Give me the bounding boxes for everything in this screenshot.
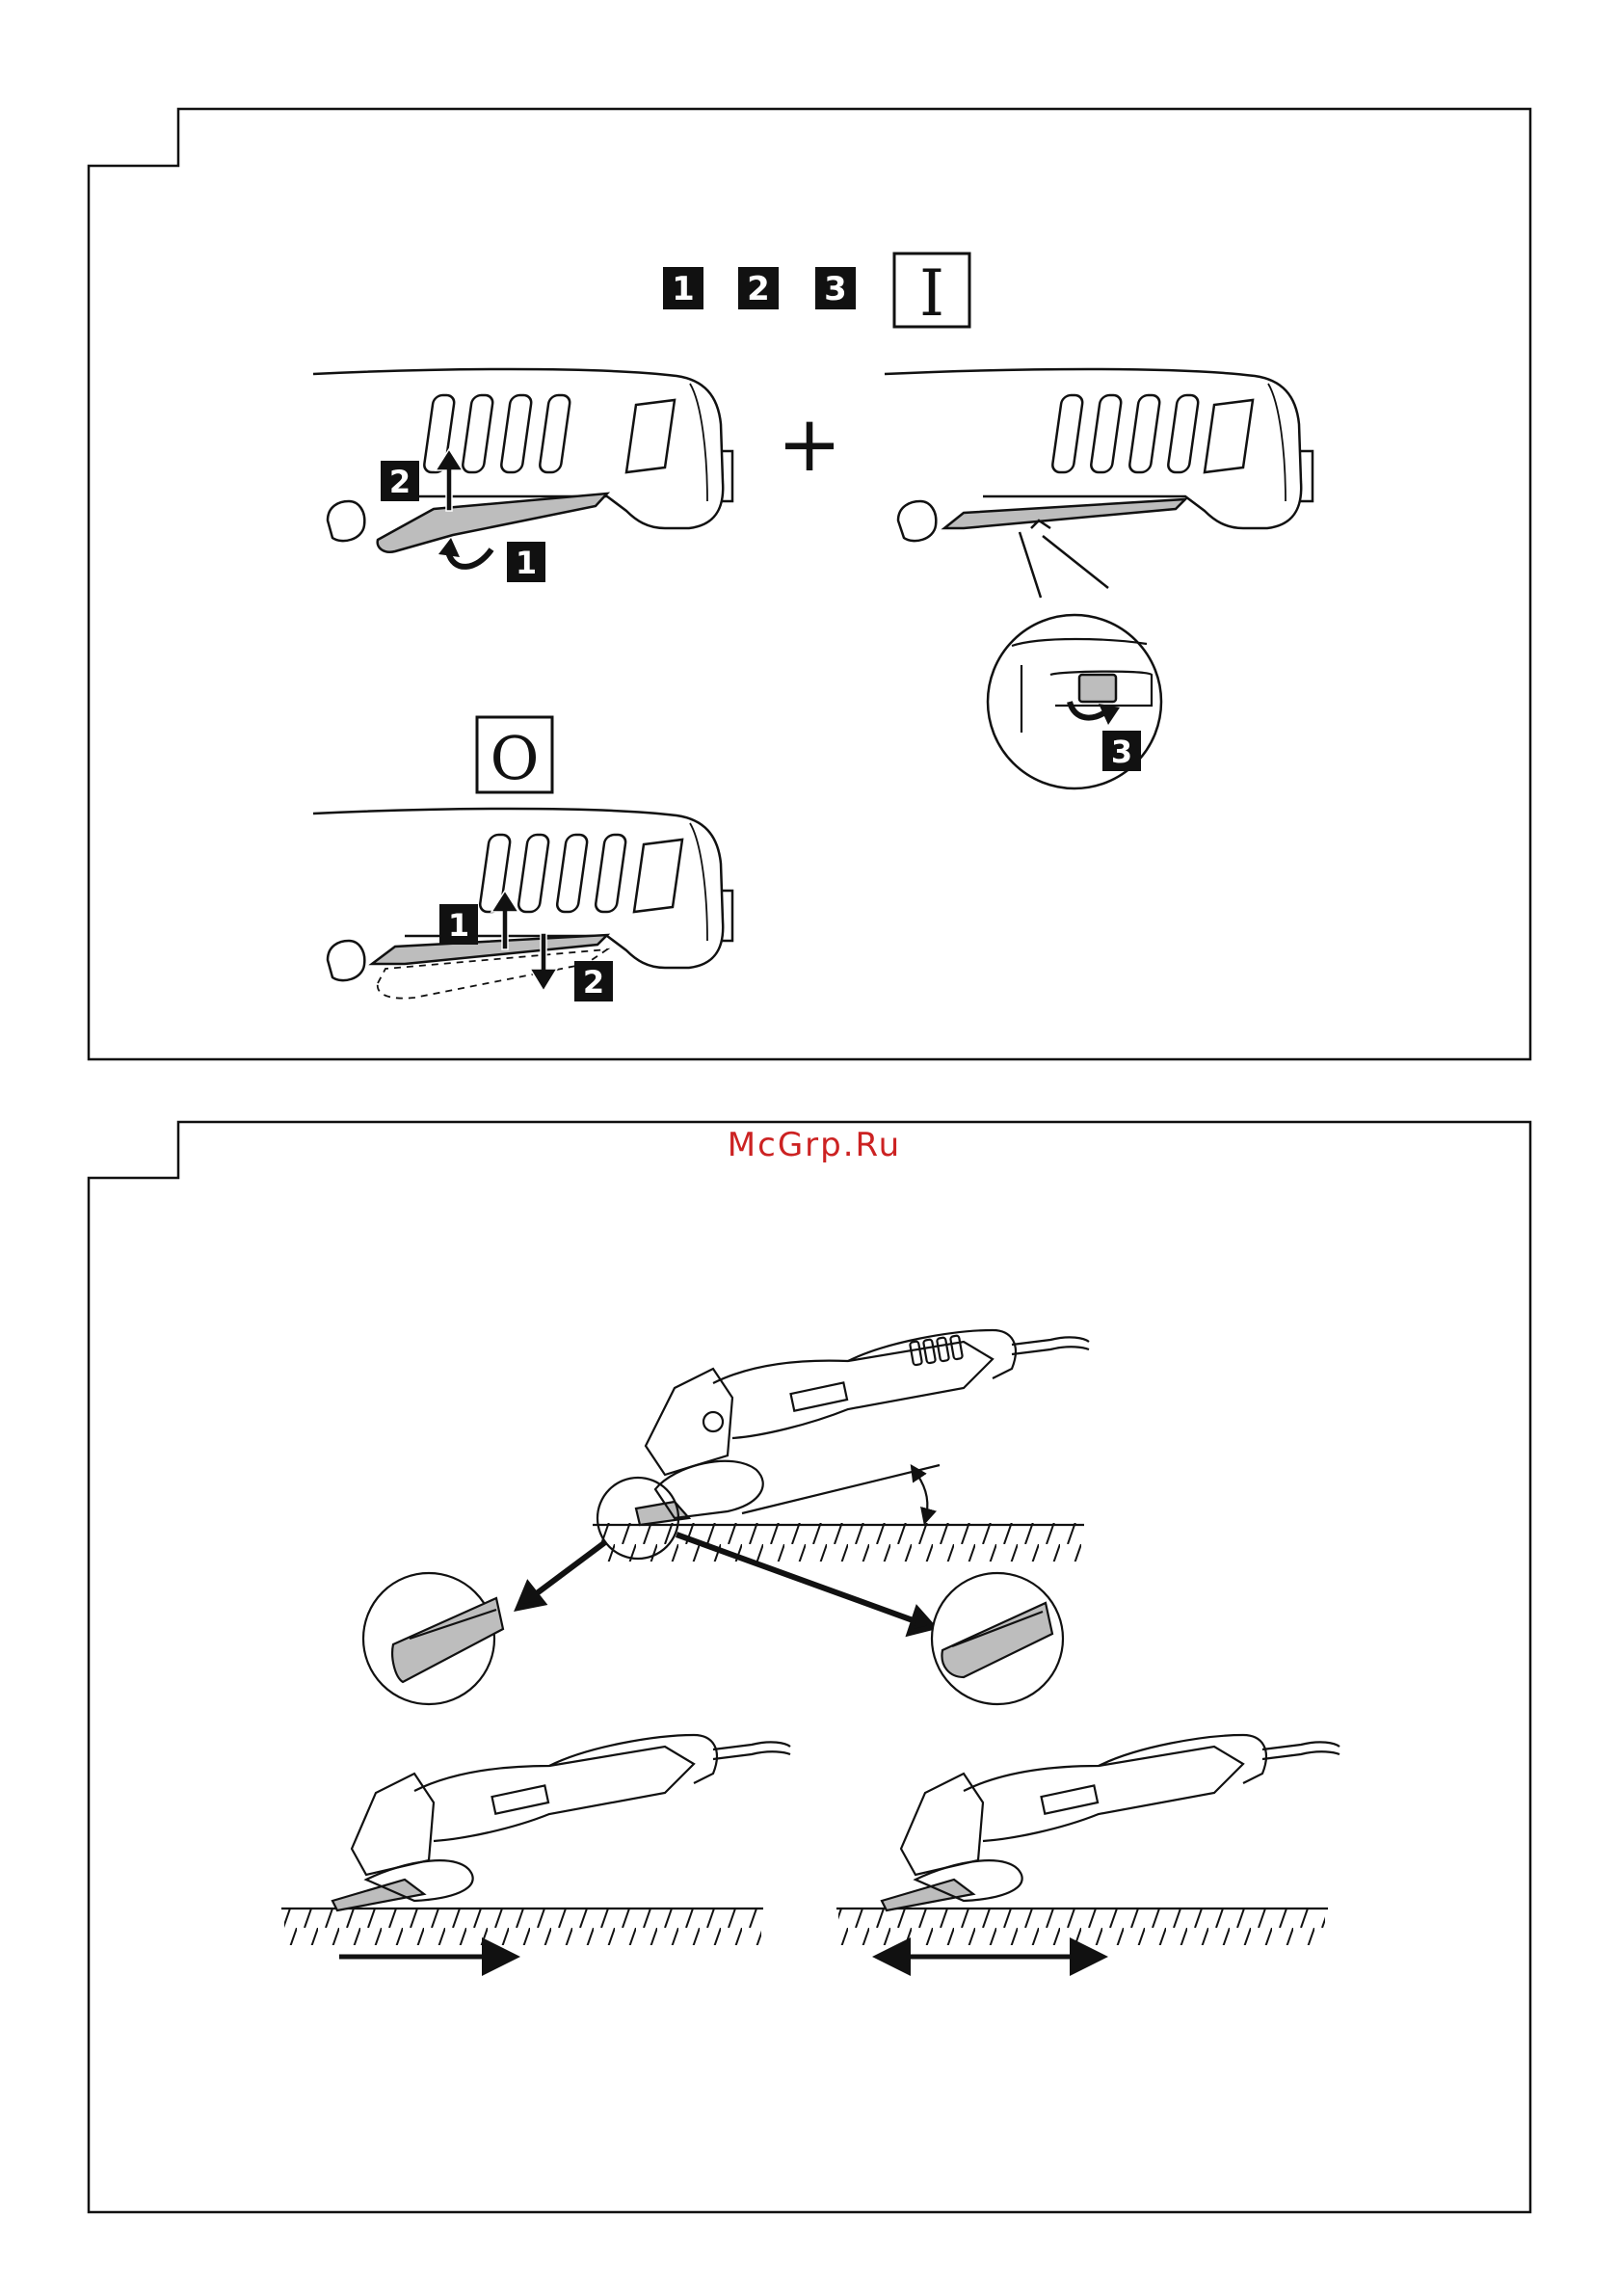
step-badge-1: 1 xyxy=(663,267,703,309)
paddle-lever-pressed xyxy=(944,499,1185,528)
svg-text:I: I xyxy=(919,256,944,331)
grinder-body-locked xyxy=(885,369,1313,788)
on-symbol-box: I xyxy=(894,254,969,331)
svg-text:2: 2 xyxy=(747,270,770,308)
svg-text:1: 1 xyxy=(448,907,469,944)
header-step-badges: 1 2 3 I xyxy=(663,254,969,331)
grinder-move-back-forth xyxy=(836,1735,1339,1957)
off-symbol-box: O xyxy=(477,717,552,793)
step-badge-3: 3 xyxy=(815,267,856,309)
grinder-body-switch-on xyxy=(313,369,732,552)
lock-button xyxy=(1079,675,1116,702)
vent-slots xyxy=(423,395,675,472)
svg-text:3: 3 xyxy=(1111,734,1132,770)
svg-text:2: 2 xyxy=(583,964,604,1001)
figure-frame-2 xyxy=(89,1122,1530,2212)
detail-bubble-left xyxy=(363,1573,503,1704)
left-step-1: 1 xyxy=(438,538,545,582)
svg-text:+: + xyxy=(777,399,841,489)
detail-bubble-right xyxy=(932,1573,1063,1704)
paddle-lever-raised xyxy=(378,494,607,552)
svg-text:2: 2 xyxy=(389,464,411,500)
grinder-angled-top xyxy=(593,1330,1089,1562)
grinder-body-switch-off xyxy=(313,809,732,999)
zoom-callout xyxy=(1020,532,1108,598)
svg-text:1: 1 xyxy=(672,270,695,308)
step-badge-2: 2 xyxy=(738,267,779,309)
grinder-push-forward xyxy=(281,1735,790,1957)
svg-text:1: 1 xyxy=(516,545,537,581)
svg-text:O: O xyxy=(491,723,540,793)
svg-text:3: 3 xyxy=(824,270,847,308)
plus-sign: + xyxy=(777,399,841,489)
left-step-2: 2 xyxy=(381,449,463,511)
off-step-1: 1 xyxy=(439,891,518,949)
figure-frame-1 xyxy=(89,109,1530,1059)
